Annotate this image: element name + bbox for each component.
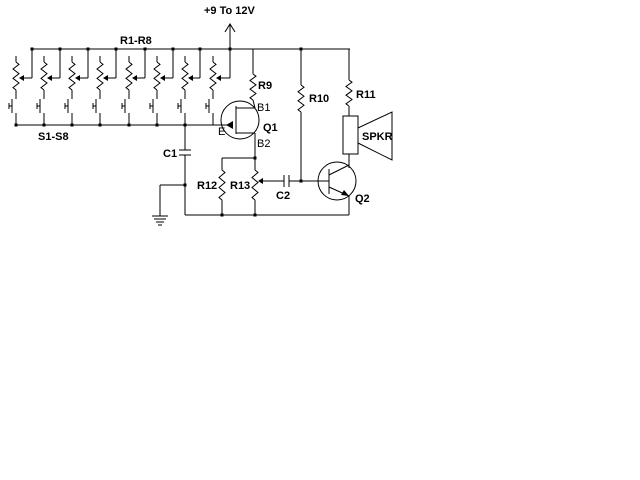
pot-r6: [153, 61, 161, 91]
r13-wiper-arrow-icon: [258, 178, 263, 184]
pot-r2: [40, 61, 48, 91]
pot-wiper-arrow-icon: [132, 75, 137, 81]
supply-arrow-icon: [224, 23, 236, 33]
r11: [345, 79, 353, 107]
wire: [252, 99, 256, 109]
pot-wiper-arrow-icon: [160, 75, 165, 81]
junction-dot: [143, 47, 147, 51]
r13-label: R13: [230, 180, 250, 192]
junction-dot: [171, 47, 175, 51]
q1-emitter-arrow-icon: [226, 121, 233, 129]
pot-wiper-arrow-icon: [75, 75, 80, 81]
pot-r3: [68, 61, 76, 91]
junction-dot: [58, 47, 62, 51]
emitter-label: E: [218, 126, 225, 138]
pot-r7: [181, 61, 189, 91]
q2-transistor: [317, 161, 357, 201]
pot-wiper-arrow-icon: [47, 75, 52, 81]
r11-label: R11: [356, 89, 376, 101]
pot-r1: [12, 61, 20, 91]
c2-label: C2: [276, 190, 290, 202]
speaker-cone-icon: [357, 111, 393, 161]
r12: [218, 169, 226, 201]
junction-dot: [228, 47, 232, 51]
q2-emitter-arrow-icon: [341, 190, 349, 196]
pot-wiper-arrow-icon: [103, 75, 108, 81]
wires: [8, 25, 350, 226]
junction-dot: [183, 123, 187, 127]
r10-label: R10: [309, 93, 329, 105]
junction-dot: [114, 47, 118, 51]
speaker-icon: [342, 115, 359, 155]
pot-r8: [209, 61, 217, 91]
pot-wiper-arrow-icon: [19, 75, 24, 81]
junction-dot: [30, 47, 34, 51]
junction-dot: [299, 47, 303, 51]
r9-label: R9: [258, 80, 272, 92]
junction-dot: [198, 47, 202, 51]
junction-dot: [220, 213, 224, 217]
wire: [328, 164, 350, 176]
junction-dot: [253, 213, 257, 217]
speaker-label: SPKR: [362, 131, 393, 143]
r13: [251, 169, 259, 201]
pot-wiper-arrow-icon: [216, 75, 221, 81]
r10: [297, 84, 305, 113]
components: [12, 23, 393, 201]
b2-label: B2: [257, 138, 270, 150]
r12-label: R12: [197, 180, 217, 192]
b1-label: B1: [257, 102, 270, 114]
q1-label: Q1: [263, 122, 278, 134]
pots-label: R1-R8: [120, 35, 152, 47]
junction-dot: [86, 47, 90, 51]
switches-label: S1-S8: [38, 131, 69, 143]
supply-label: +9 To 12V: [204, 5, 256, 17]
c1-label: C1: [163, 148, 177, 160]
pot-wiper-arrow-icon: [188, 75, 193, 81]
q1-ujt: [220, 100, 260, 140]
r9: [249, 73, 257, 101]
q2-label: Q2: [355, 193, 370, 205]
pot-r5: [125, 61, 133, 91]
pot-r4: [96, 61, 104, 91]
